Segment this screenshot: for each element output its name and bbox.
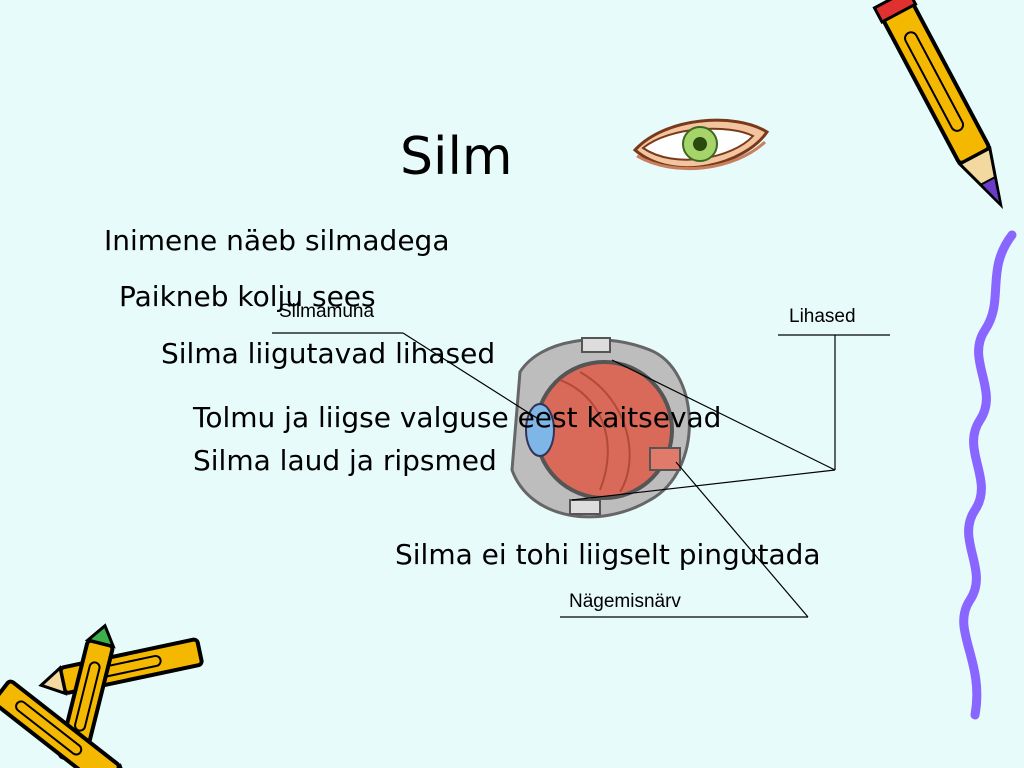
wavy-line-decoration bbox=[959, 230, 1017, 720]
text-line-4: Tolmu ja liigse valguse eest kaitsevad bbox=[193, 401, 722, 434]
text-line-3: Silma liigutavad lihased bbox=[161, 337, 496, 370]
pencil-icon bbox=[872, 0, 1004, 210]
text-line-1: Inimene näeb silmadega bbox=[104, 224, 450, 257]
crayons-icon bbox=[0, 623, 204, 768]
text-line-5: Silma laud ja ripsmed bbox=[193, 444, 497, 477]
callout-lines bbox=[272, 332, 890, 618]
eye-icon bbox=[632, 118, 770, 171]
label-silmamuna: Silmamuna bbox=[279, 301, 375, 322]
text-line-6: Silma ei tohi liigselt pingutada bbox=[395, 538, 821, 571]
eyeball-diagram bbox=[510, 337, 691, 519]
label-lihased: Lihased bbox=[789, 306, 856, 327]
text-line-2: Paikneb kolju sees bbox=[119, 280, 376, 313]
slide-title: Silm bbox=[400, 127, 513, 187]
label-nagemisnarv: Nägemisnärv bbox=[569, 591, 681, 612]
